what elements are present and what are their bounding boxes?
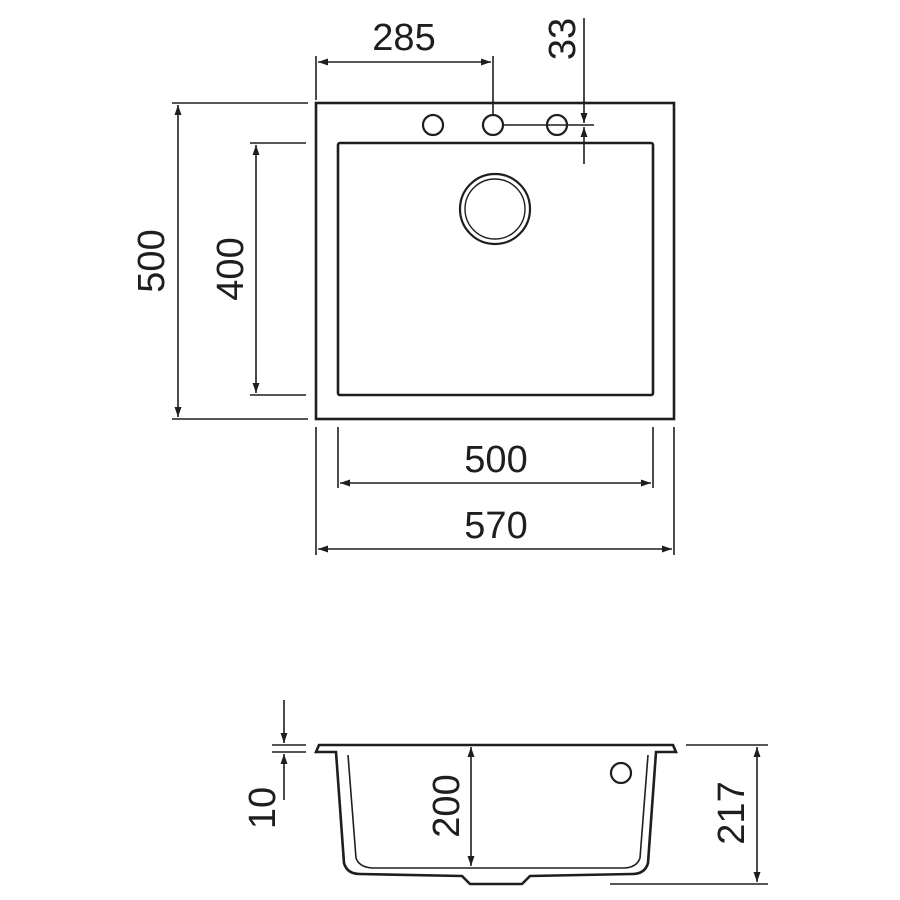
tap-hole-left [421, 113, 445, 137]
dimension-bowl-width-label: 500 [464, 439, 527, 481]
sink-outer-outline [314, 101, 676, 421]
sink-inner-wall [347, 754, 649, 869]
overflow-hole [609, 761, 633, 785]
dimension-tap-hole-edge-label: 33 [542, 18, 584, 60]
dimension-overall-width: 570 [315, 427, 675, 555]
top-view: 570 500 500 400 285 [131, 17, 676, 555]
dimension-bowl-height: 200 [426, 747, 475, 866]
dimension-overall-height-label: 217 [711, 781, 753, 844]
dimension-overall-height: 217 [610, 744, 768, 885]
dimension-overall-width-label: 570 [464, 505, 527, 547]
dimension-overall-depth: 500 [131, 102, 308, 420]
dimension-bowl-height-label: 200 [426, 774, 468, 837]
dimension-tap-hole-offset: 285 [315, 17, 494, 116]
dimension-overall-depth-label: 500 [131, 229, 173, 292]
drain-hole [458, 172, 532, 246]
bowl-outline [336, 141, 655, 397]
side-view: 10 200 217 [242, 700, 768, 886]
dimension-bowl-depth: 400 [210, 142, 306, 396]
dimension-rim-thickness: 10 [242, 700, 306, 829]
dimension-bowl-width: 500 [337, 427, 654, 488]
dimension-tap-hole-offset-label: 285 [372, 17, 435, 59]
dimension-rim-thickness-label: 10 [242, 787, 284, 829]
sink-side-profile [314, 743, 678, 886]
tap-hole-center [481, 113, 505, 137]
dimension-tap-hole-edge: 33 [504, 18, 594, 164]
dimension-bowl-depth-label: 400 [210, 237, 252, 300]
